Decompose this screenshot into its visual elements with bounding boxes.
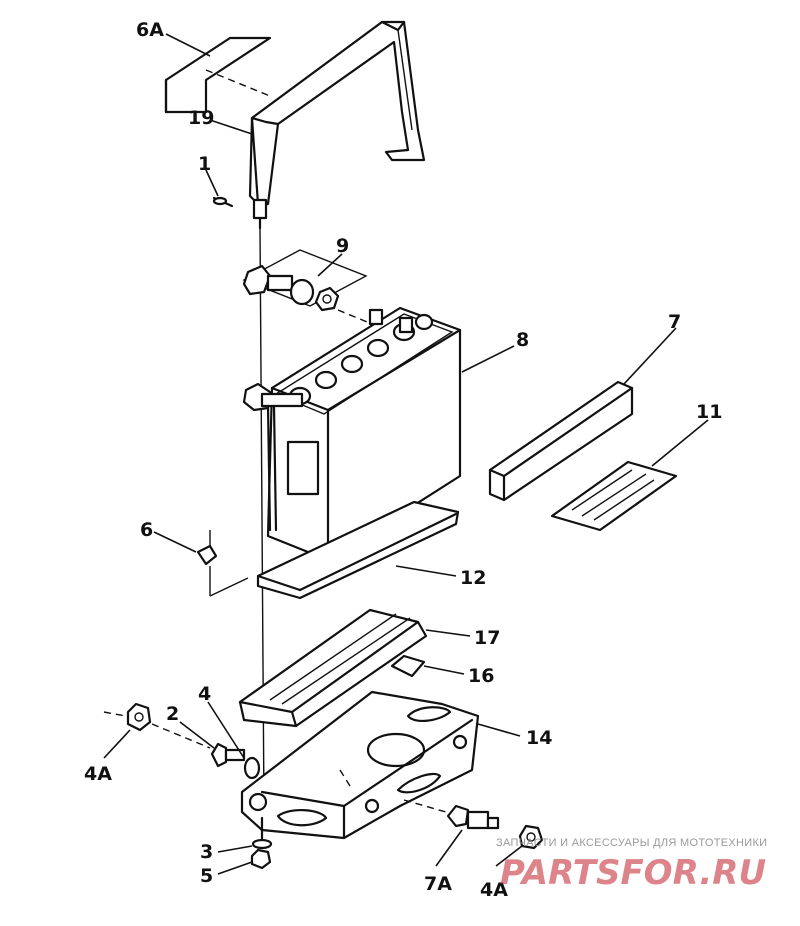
watermark-brand: PARTSFOR.RU — [500, 853, 766, 893]
label-17: 17 — [474, 627, 500, 649]
label-6: 6 — [140, 519, 153, 541]
label-7: 7 — [668, 311, 681, 333]
tray-17 — [238, 608, 428, 728]
watermark-caption: ЗАПЧАСТИ И АКСЕССУАРЫ ДЛЯ МОТОТЕХНИКИ — [496, 837, 767, 849]
label-14: 14 — [526, 727, 552, 749]
clip-6 — [196, 530, 249, 597]
pin-1 — [212, 196, 234, 208]
leader-lines — [103, 33, 709, 875]
label-8: 8 — [516, 329, 529, 351]
label-5: 5 — [200, 865, 213, 887]
hardware-right — [403, 799, 544, 850]
label-4a-left: 4A — [84, 763, 112, 785]
hardware-9 — [242, 249, 373, 325]
carrier-14 — [240, 690, 480, 840]
label-1: 1 — [198, 153, 211, 175]
hardware-left — [103, 702, 261, 780]
watermark: ЗАПЧАСТИ И АКСЕССУАРЫ ДЛЯ МОТОТЕХНИКИ PA… — [496, 837, 767, 893]
label-16: 16 — [468, 665, 494, 687]
battery-8 — [242, 306, 462, 562]
foam-block-7 — [488, 380, 634, 502]
part-labels: 6A 19 1 9 8 7 11 6 12 17 16 14 2 4 4A 3 … — [84, 19, 722, 901]
sticker-11 — [550, 460, 678, 532]
strap-19 — [248, 20, 426, 230]
label-2: 2 — [166, 703, 179, 725]
label-3: 3 — [200, 841, 213, 863]
pad-16 — [390, 654, 426, 678]
hardware-bottom — [250, 816, 273, 870]
pad-6a — [164, 36, 272, 114]
pad-12 — [256, 500, 460, 600]
label-6a: 6A — [136, 19, 164, 41]
label-19: 19 — [188, 107, 214, 129]
label-9: 9 — [336, 235, 349, 257]
label-11: 11 — [696, 401, 722, 423]
label-12: 12 — [460, 567, 486, 589]
label-4a-right: 4A — [480, 879, 508, 901]
label-7a: 7A — [424, 873, 452, 895]
label-4: 4 — [198, 683, 211, 705]
